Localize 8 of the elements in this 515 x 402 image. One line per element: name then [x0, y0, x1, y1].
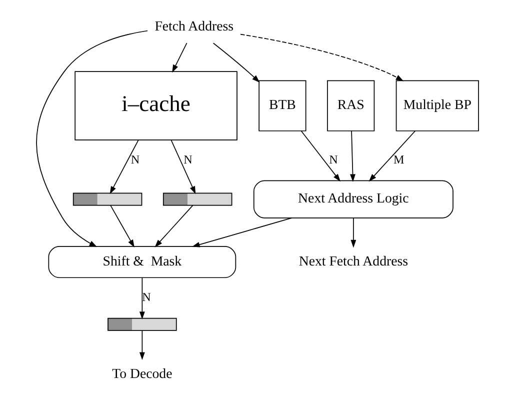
edge-label: N: [329, 152, 338, 167]
edge-label: M: [393, 152, 404, 167]
edge-label: N: [184, 152, 192, 167]
edge-label: N: [142, 290, 151, 304]
node-text: Fetch Address: [154, 18, 234, 34]
node-text: Next Fetch Address: [298, 253, 408, 268]
edge-label: N: [130, 152, 140, 167]
node-text: To Decode: [112, 366, 172, 381]
